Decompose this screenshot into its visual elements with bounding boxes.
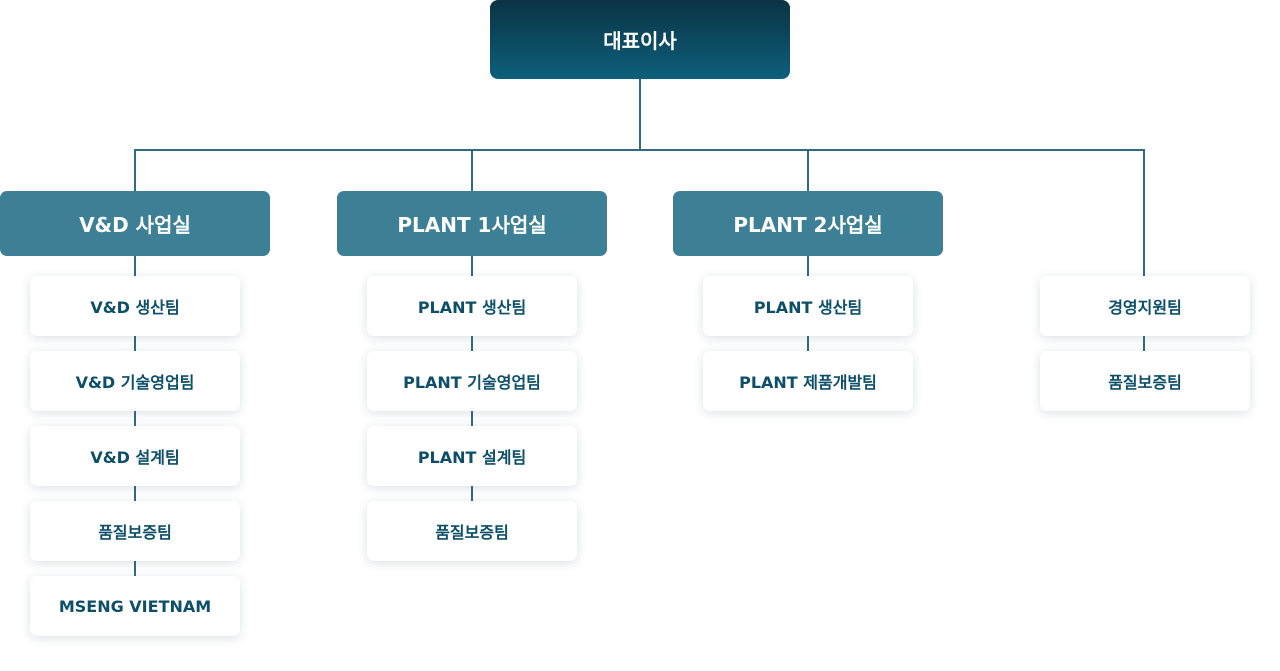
team-label: PLANT 기술영업팀 [403, 373, 541, 392]
connector-drop-division-3 [807, 149, 809, 191]
ceo-box: 대표이사 [490, 0, 790, 79]
team-label: 품질보증팀 [1108, 373, 1182, 392]
team-box: PLANT 생산팀 [367, 276, 577, 336]
team-box: PLANT 기술영업팀 [367, 351, 577, 411]
team-label: MSENG VIETNAM [58, 596, 212, 616]
division-plant-2: PLANT 2사업실 [673, 191, 943, 256]
division-plant-1: PLANT 1사업실 [337, 191, 607, 256]
connector-ceo-trunk [639, 79, 641, 150]
division-label: PLANT 2사업실 [733, 213, 883, 237]
team-box: 품질보증팀 [367, 501, 577, 561]
team-label: PLANT 생산팀 [417, 298, 527, 317]
team-box: MSENG VIETNAM [30, 576, 240, 636]
team-box: V&D 기술영업팀 [30, 351, 240, 411]
team-label: PLANT 생산팀 [753, 298, 863, 317]
team-label: V&D 기술영업팀 [75, 373, 195, 392]
division-label: V&D 사업실 [79, 213, 191, 237]
team-box: 품질보증팀 [30, 501, 240, 561]
team-label: 품질보증팀 [98, 523, 172, 542]
connector-horizontal-bus [134, 149, 1145, 151]
team-label: PLANT 제품개발팀 [739, 373, 877, 392]
connector-drop-division-2 [471, 149, 473, 191]
division-label: PLANT 1사업실 [397, 213, 547, 237]
team-label: PLANT 설계팀 [417, 448, 527, 467]
team-box: PLANT 설계팀 [367, 426, 577, 486]
team-label: V&D 설계팀 [90, 448, 180, 467]
team-box: PLANT 제품개발팀 [703, 351, 913, 411]
team-box: PLANT 생산팀 [703, 276, 913, 336]
team-label: 품질보증팀 [435, 523, 509, 542]
connector-support-teams [1143, 306, 1145, 381]
team-box: 경영지원팀 [1040, 276, 1250, 336]
team-box: V&D 설계팀 [30, 426, 240, 486]
connector-drop-division-1 [134, 149, 136, 191]
team-box: V&D 생산팀 [30, 276, 240, 336]
division-vd: V&D 사업실 [0, 191, 270, 256]
team-box: 품질보증팀 [1040, 351, 1250, 411]
team-label: 경영지원팀 [1108, 298, 1182, 317]
connector-drop-support [1143, 149, 1145, 276]
team-label: V&D 생산팀 [90, 298, 180, 317]
ceo-label: 대표이사 [603, 29, 677, 53]
